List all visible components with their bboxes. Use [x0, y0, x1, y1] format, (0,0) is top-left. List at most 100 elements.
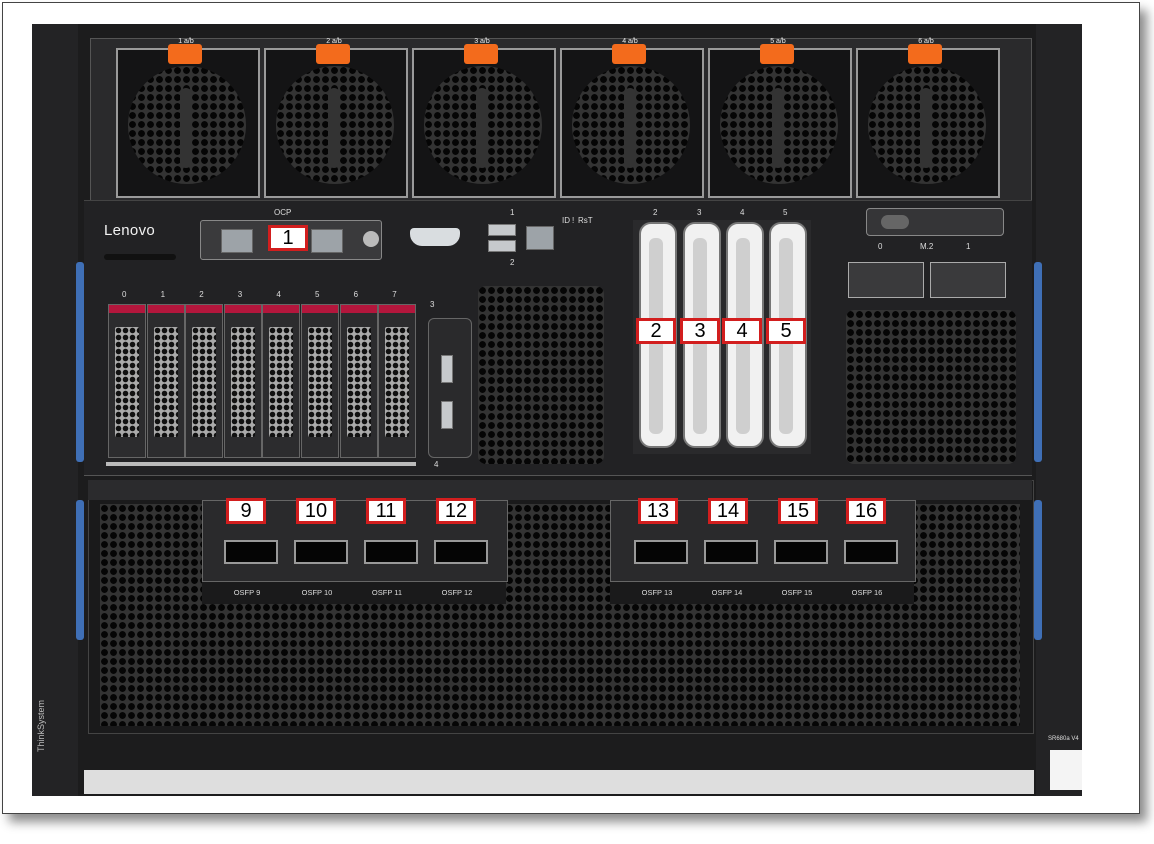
pull-tab	[104, 254, 176, 260]
callout-number: 4	[722, 318, 762, 344]
ocp-label: OCP	[274, 208, 292, 217]
orange-fan-handle	[612, 44, 646, 64]
m2-slot-label-0: 0	[878, 242, 883, 251]
fan-handle-bar	[476, 88, 488, 168]
drive-release-tab	[109, 305, 145, 313]
osfp-port-label: OSFP 14	[711, 588, 743, 597]
drive-bay-number: 0	[122, 290, 127, 299]
left-blue-latch	[76, 262, 84, 462]
model-label: SR680a V4	[1048, 736, 1079, 742]
fault-label: !	[572, 216, 575, 225]
fan-handle-bar	[624, 88, 636, 168]
drive-cage-rail	[106, 462, 416, 466]
callout-number: 14	[708, 498, 748, 524]
orange-fan-handle	[316, 44, 350, 64]
osfp-port	[364, 540, 418, 564]
ethernet-port	[311, 229, 343, 253]
drive-bezel-grill	[308, 327, 332, 437]
panel-vent-grill	[478, 286, 604, 464]
reset-label: RsT	[578, 216, 593, 225]
latch-icon	[881, 215, 909, 229]
osfp-port	[634, 540, 688, 564]
drive-release-tab	[186, 305, 223, 313]
base-foot	[84, 770, 1034, 794]
osfp-port	[434, 540, 488, 564]
pcie-slot-number: 5	[783, 208, 788, 217]
pcie-slot-number: 4	[740, 208, 745, 217]
callout-number: 16	[846, 498, 886, 524]
usb-port-2	[488, 240, 516, 252]
thumbscrew-icon	[363, 231, 379, 247]
callout-number: 11	[366, 498, 406, 524]
drive-release-tab	[263, 305, 300, 313]
osfp-port	[224, 540, 278, 564]
osfp-label-strip	[610, 582, 914, 604]
fan-handle-bar	[772, 88, 784, 168]
drive-bay-number: 4	[276, 290, 281, 299]
pcie-slot-number: 3	[697, 208, 702, 217]
left-blue-latch	[76, 500, 84, 640]
lenovo-logo: Lenovo	[104, 222, 156, 239]
drive-bezel-grill	[153, 327, 178, 437]
drive-bay-number: 2	[199, 290, 204, 299]
usb-label-3: 3	[430, 300, 435, 309]
fan-label: 1 a/b	[178, 38, 194, 45]
right-blue-latch	[1034, 500, 1042, 640]
callout-number: 5	[766, 318, 806, 344]
callout-number: 10	[296, 498, 336, 524]
fan-handle-bar	[920, 88, 932, 168]
m2-slot-label-1: 1	[966, 242, 971, 251]
id-label: ID	[562, 216, 570, 225]
osfp-port	[844, 540, 898, 564]
m2-bracket	[866, 208, 1004, 236]
drive-bezel-grill	[385, 327, 410, 437]
drive-bay-number: 1	[160, 290, 166, 299]
osfp-port-label: OSFP 12	[441, 588, 473, 597]
callout-number: 13	[638, 498, 678, 524]
usb-port-3	[441, 355, 453, 383]
drive-release-tab	[340, 305, 377, 313]
drive-bay	[339, 304, 378, 458]
right-rack-rail	[1036, 24, 1082, 796]
callout-number: 1	[268, 225, 308, 251]
usb-port-1	[488, 224, 516, 236]
usb-label-1: 1	[510, 208, 515, 217]
management-ethernet-port	[526, 226, 554, 250]
thinksystem-label: ThinkSystem	[36, 700, 46, 753]
m2-label: M.2	[920, 242, 934, 251]
osfp-port-label: OSFP 13	[641, 588, 673, 597]
tray-top-bar	[88, 480, 1032, 500]
vga-port	[410, 228, 460, 246]
drive-bay	[185, 304, 224, 458]
osfp-port-label: OSFP 15	[781, 588, 813, 597]
orange-fan-handle	[168, 44, 202, 64]
panel-vent-grill	[846, 310, 1016, 464]
drive-release-tab	[224, 305, 261, 313]
pcie-slot-number: 2	[653, 208, 658, 217]
ethernet-port	[221, 229, 253, 253]
osfp-port-label: OSFP 11	[371, 588, 403, 597]
drive-bay-number: 6	[353, 290, 359, 299]
drive-bezel-grill	[346, 327, 371, 437]
fan-label: 4 a/b	[622, 38, 638, 45]
drive-bay	[146, 304, 185, 458]
fan-label: 2 a/b	[326, 38, 342, 45]
drive-bay	[301, 304, 339, 458]
drive-release-tab	[147, 305, 184, 313]
callout-number: 9	[226, 498, 266, 524]
usb-label-4: 4	[434, 460, 439, 469]
drive-release-tab	[302, 305, 338, 313]
orange-fan-handle	[908, 44, 942, 64]
drive-bay-number: 3	[237, 290, 243, 299]
drive-bay	[108, 304, 146, 458]
osfp-port	[704, 540, 758, 564]
drive-bay-number: 7	[392, 290, 397, 299]
drive-release-tab	[379, 305, 416, 313]
osfp-port-label: OSFP 16	[851, 588, 883, 597]
drive-bay-number: 5	[315, 290, 320, 299]
osfp-port-label: OSFP 10	[301, 588, 333, 597]
drive-bezel-grill	[269, 327, 294, 437]
osfp-port	[294, 540, 348, 564]
callout-number: 3	[680, 318, 720, 344]
m2-drive-slot	[848, 262, 924, 298]
